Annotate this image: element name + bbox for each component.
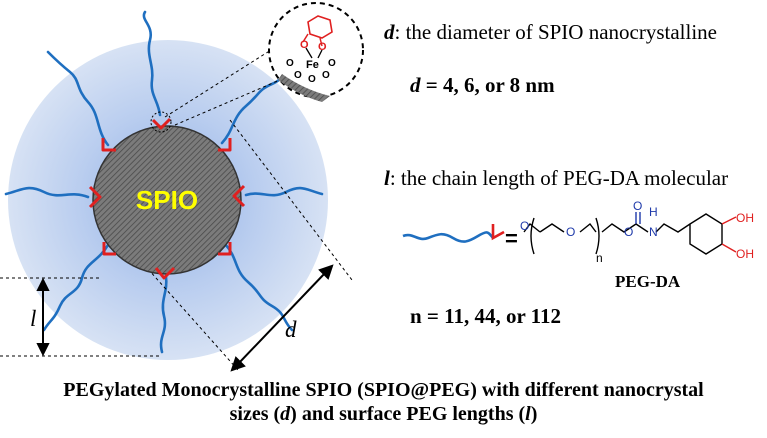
peg-da-name: PEG-DA <box>615 272 681 291</box>
peg-chain <box>46 50 110 147</box>
peg-chain <box>4 186 90 199</box>
svg-text:=: = <box>505 226 518 251</box>
d-description: d: the diameter of SPIO nanocrystalline <box>384 20 717 44</box>
anchor-mark <box>218 242 232 256</box>
svg-text:O: O <box>286 58 294 69</box>
peg-chain <box>42 243 110 332</box>
svg-text:O: O <box>624 225 633 239</box>
svg-text:O: O <box>566 225 575 239</box>
svg-text:O: O <box>322 70 330 81</box>
d-symbol: d <box>285 317 297 342</box>
core-label: SPIO <box>136 185 198 215</box>
svg-text:H: H <box>649 205 658 219</box>
peg-chain <box>142 10 162 117</box>
svg-text:O: O <box>294 70 302 81</box>
anchor-mark <box>101 138 116 152</box>
d-dimension <box>230 264 334 372</box>
svg-text:O: O <box>633 199 642 213</box>
svg-text:N: N <box>649 225 658 239</box>
svg-text:O: O <box>328 58 336 69</box>
svg-text:O: O <box>308 74 316 85</box>
peg-chain <box>244 186 324 197</box>
svg-text:O: O <box>520 219 529 233</box>
fe-label: Fe <box>306 59 319 71</box>
l-dimension <box>36 277 50 357</box>
anchor-mark <box>88 185 102 209</box>
svg-text:OH: OH <box>736 211 754 225</box>
zoom-inset: O O Fe O O O O O <box>268 2 364 102</box>
anchor-mark <box>218 138 232 152</box>
anchor-mark <box>154 266 176 280</box>
svg-text:O: O <box>318 41 327 53</box>
anchor-mark <box>232 184 246 208</box>
svg-text:n: n <box>596 251 603 265</box>
anchor-mark <box>151 117 172 130</box>
figure-caption: PEGylated Monocrystalline SPIO (SPIO@PEG… <box>63 379 704 425</box>
dopamine-anchors <box>88 117 246 280</box>
svg-text:OH: OH <box>736 247 754 261</box>
l-symbol: l <box>30 306 36 331</box>
n-values: n = 11, 44, or 112 <box>410 304 562 328</box>
anchor-mark <box>102 242 116 256</box>
guide-lines <box>0 37 353 371</box>
l-description: l: the chain length of PEG-DA molecular <box>384 166 729 190</box>
d-values: d = 4, 6, or 8 nm <box>410 73 555 97</box>
zoom-origin <box>150 111 172 133</box>
peg-da-structure: = O O n O O H N OH OH PEG-DA <box>402 199 754 291</box>
svg-text:O: O <box>300 39 309 51</box>
